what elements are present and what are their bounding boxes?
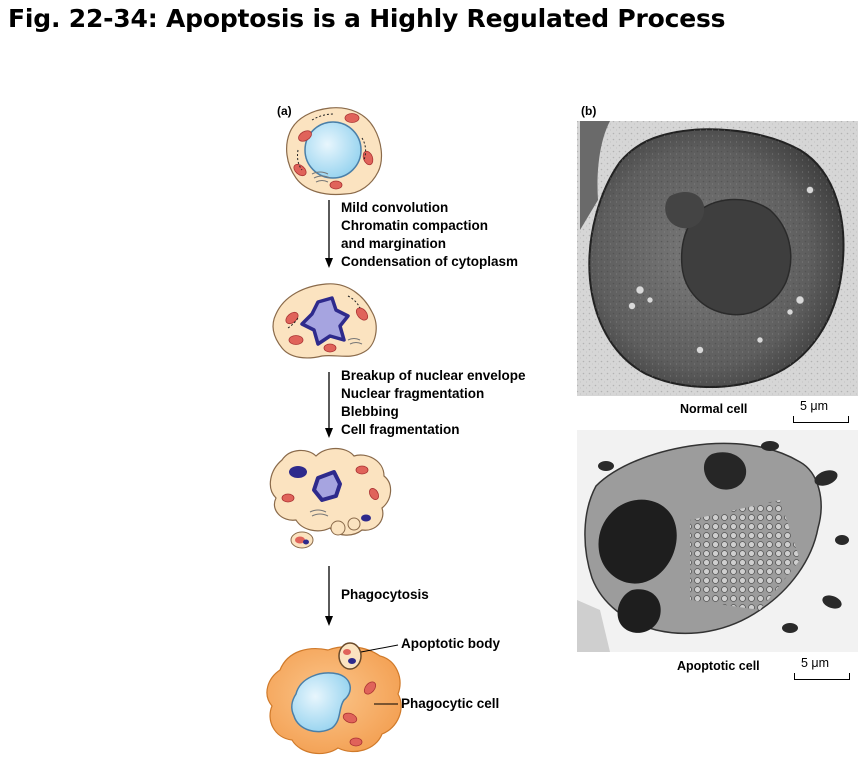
step-1-line: and margination [341, 236, 447, 251]
process-arrow-2 [325, 372, 333, 438]
page-title: Fig. 22-34: Apoptosis is a Highly Regula… [8, 4, 726, 33]
normal-cell-drawing [286, 107, 383, 196]
scale-bar-normal [793, 416, 849, 423]
step-3-line: Phagocytosis [341, 587, 429, 602]
step-2-line: Blebbing [341, 404, 399, 419]
step-1-line: Chromatin compaction [341, 218, 489, 233]
process-arrow-1 [325, 200, 333, 268]
scale-bar-label-apoptotic: 5 μm [801, 656, 830, 670]
step-1-line: Condensation of cytoplasm [341, 254, 519, 269]
apoptotic-cell-caption: Apoptotic cell [677, 659, 760, 673]
process-arrow-3 [325, 566, 333, 626]
phagocytic-cell-drawing [266, 642, 402, 755]
step-2-line: Breakup of nuclear envelope [341, 368, 526, 383]
panel-a-label: (a) [277, 104, 292, 118]
step-2-line: Nuclear fragmentation [341, 386, 485, 401]
step-2-text: Breakup of nuclear envelope Nuclear frag… [341, 367, 526, 439]
step-1-line: Mild convolution [341, 200, 449, 215]
scale-bar-apoptotic [794, 673, 850, 680]
panel-b-label: (b) [581, 104, 597, 118]
apoptotic-body-label: Apoptotic body [401, 636, 500, 651]
scale-bar-label-normal: 5 μm [800, 399, 829, 413]
apoptotic-body-leader [360, 644, 399, 653]
step-1-text: Mild convolution Chromatin compaction an… [341, 199, 518, 271]
apoptotic-cell-micrograph [577, 430, 858, 652]
fragmenting-cell-drawing [269, 447, 392, 549]
step-2-line: Cell fragmentation [341, 422, 460, 437]
normal-cell-micrograph [577, 121, 858, 396]
step-3-text: Phagocytosis [341, 586, 429, 604]
normal-cell-caption: Normal cell [680, 402, 748, 416]
condensed-cell-drawing [272, 283, 377, 359]
phagocytic-cell-label: Phagocytic cell [401, 696, 500, 711]
